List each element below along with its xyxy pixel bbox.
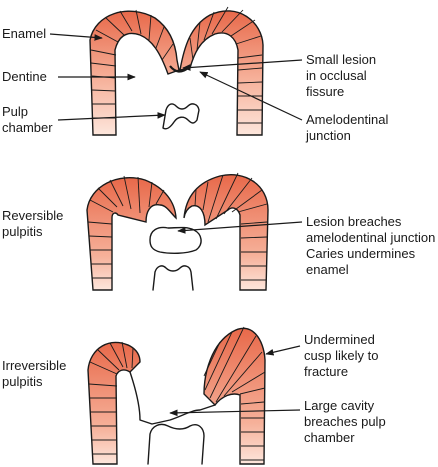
label-lesion-breaches: Lesion breaches [306,214,402,229]
label-fissure: fissure [306,84,344,99]
label-amelodentinal-junction: amelodentinal junction [306,230,435,245]
label-pulpitis-2: pulpitis [2,224,43,239]
label-large-cavity: Large cavity [304,398,375,413]
label-pulpitis-3: pulpitis [2,374,43,389]
arrow-small-lesion [182,59,303,71]
tooth-panel-2 [86,172,269,291]
arrow-pulp-chamber [57,111,166,121]
label-breaches-pulp: breaches pulp [304,414,386,429]
label-enamel-2: enamel [306,262,349,277]
label-caries-undermines: Caries undermines [306,246,416,261]
label-irreversible: Irreversible [2,358,66,373]
arrow-enamel [49,33,103,41]
enamel-right-cusp-1 [179,10,264,136]
arrow-lesion-breaches [177,221,303,234]
label-in-occlusal: in occlusal [306,68,367,83]
arrow-large-cavity [169,409,301,417]
label-chamber: chamber [2,120,53,135]
label-undermined: Undermined [304,332,375,347]
label-dentine: Dentine [2,69,47,84]
enamel-stripes-2 [87,172,268,281]
label-pulp: Pulp [2,104,28,119]
label-junction: junction [305,128,351,143]
enamel-left-cusp-2 [86,177,177,291]
tooth-panel-3 [87,326,266,465]
enamel-stripes-3 [88,326,266,461]
label-cusp-likely: cusp likely to [304,348,378,363]
enamel-right-cusp-3 [203,327,266,465]
label-enamel: Enamel [2,26,46,41]
enamel-stripes-1 [90,6,263,124]
pulp-chamber-2 [152,265,194,291]
lesion-body-2 [149,226,202,255]
label-reversible: Reversible [2,208,63,223]
label-small-lesion: Small lesion [306,52,376,67]
arrow-undermined-cusp [265,345,301,356]
label-chamber-3: chamber [304,430,355,445]
tooth-panel-1 [89,6,264,136]
enamel-left-cusp-3 [87,341,141,465]
pulp-chamber-1 [162,103,200,130]
label-fracture: fracture [304,364,348,379]
enamel-right-cusp-2 [183,174,269,291]
arrow-amelodentinal [199,71,303,121]
label-amelodentinal: Amelodentinal [306,112,388,127]
pulp-chamber-3 [147,423,205,465]
large-cavity-3 [129,371,216,425]
